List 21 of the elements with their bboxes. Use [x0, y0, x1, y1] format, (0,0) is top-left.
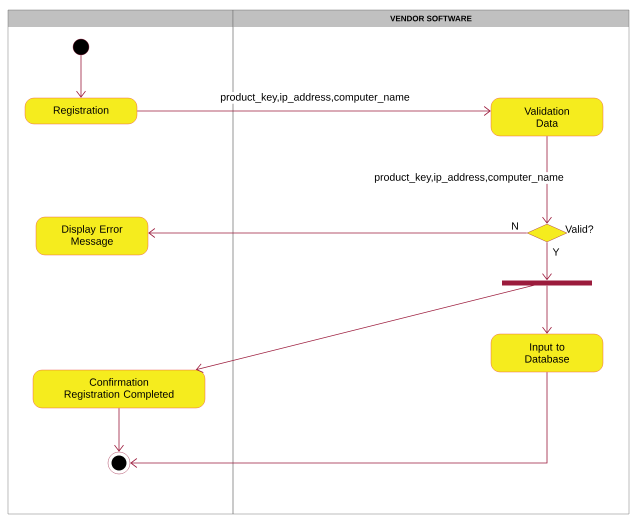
edge-label: product_key,ip_address,computer_name — [373, 172, 565, 184]
arrow — [196, 284, 536, 373]
initial-node — [72, 38, 90, 56]
action-box: Registration — [24, 98, 138, 124]
edge-label: N — [510, 221, 520, 231]
arrow — [114, 408, 124, 452]
action-box: Display Error Message — [36, 216, 148, 256]
arrow — [76, 54, 86, 98]
action-box: Input to Database — [490, 334, 604, 372]
action-box: Confirmation Registration Completed — [32, 370, 206, 408]
arrow — [542, 285, 552, 334]
final-node — [108, 452, 130, 474]
arrow — [136, 106, 491, 116]
node-label: Valid? — [565, 225, 594, 233]
action-box: Validation Data — [490, 98, 604, 136]
fork-bar — [502, 280, 592, 286]
arrow — [542, 242, 552, 280]
edge-label: product_key,ip_address,computer_name — [219, 92, 411, 104]
arrow — [148, 228, 528, 238]
edge-label: Y — [552, 247, 560, 257]
arrow — [130, 372, 548, 468]
